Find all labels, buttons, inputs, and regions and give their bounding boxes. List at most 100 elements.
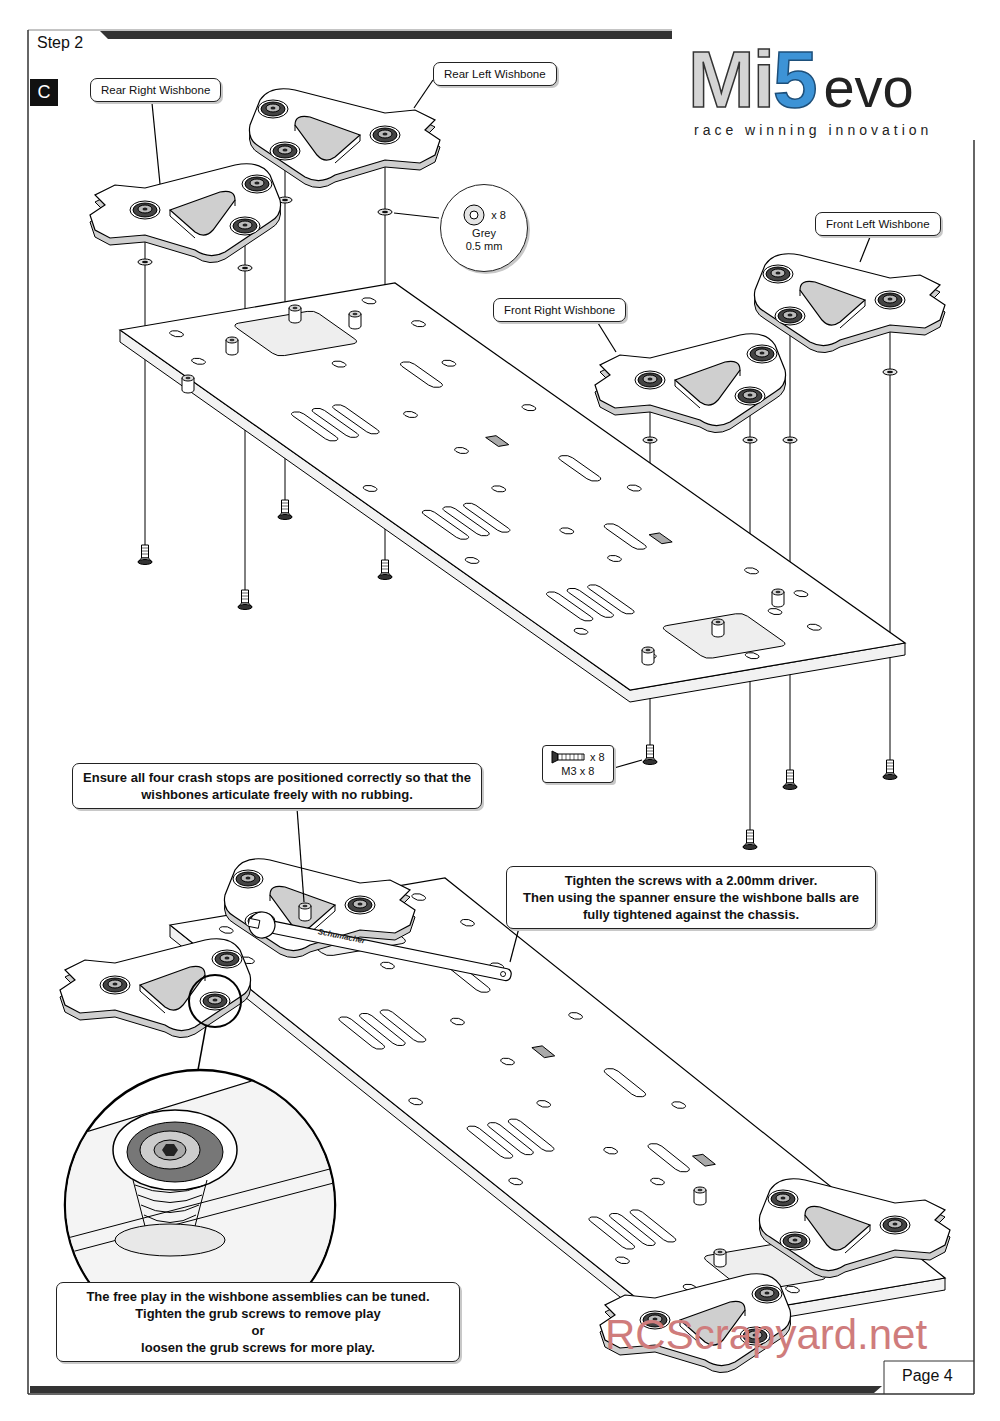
label-text: Front Right Wishbone	[504, 303, 615, 317]
wishbone	[595, 334, 786, 433]
part-label: Front Right Wishbone	[493, 298, 626, 322]
washer	[643, 437, 657, 443]
note-text: Tighten the grub screws to remove play	[65, 1305, 451, 1322]
screw	[238, 590, 252, 610]
washer	[883, 369, 897, 375]
leader-line	[152, 103, 160, 184]
page-frame	[100, 31, 672, 39]
spanner	[500, 971, 506, 977]
washer	[238, 265, 252, 271]
screw	[278, 500, 292, 520]
washer-icon	[464, 205, 484, 225]
note-text: Ensure all four crash stops are position…	[81, 769, 473, 803]
page-frame	[28, 1393, 974, 1395]
crash-stop	[226, 337, 238, 355]
screw-icon	[552, 751, 558, 763]
note-text: The free play in the wishbone assemblies…	[65, 1288, 451, 1305]
note-text: Tighten the screws with a 2.00mm driver.	[515, 872, 867, 889]
wishbone	[759, 1179, 950, 1278]
magnifier	[133, 1180, 207, 1230]
leader-line	[614, 760, 642, 768]
page-frame	[28, 30, 974, 1394]
brand-logo: Mi5evo	[688, 40, 914, 120]
screw	[783, 770, 797, 790]
quantity-text: x 8	[491, 209, 506, 222]
page-frame	[884, 1361, 885, 1394]
screw-axis-line	[890, 308, 891, 760]
page-frame	[27, 30, 29, 1394]
washer-callout: x 8 Grey0.5 mm	[440, 184, 528, 272]
part-label: Rear Right Wishbone	[90, 78, 221, 102]
wishbone	[60, 939, 251, 1038]
page-frame	[30, 1386, 882, 1393]
washer	[783, 437, 797, 443]
wishbone	[754, 254, 945, 353]
note-box: The free play in the wishbone assemblies…	[56, 1282, 460, 1362]
logo-text: Mi	[688, 40, 773, 120]
quantity-text: x 8	[590, 750, 605, 764]
magnifier	[154, 1140, 186, 1160]
magnifier	[135, 1185, 205, 1223]
icon-row: x 8	[551, 750, 605, 764]
logo-tagline: race winning innovation	[694, 122, 932, 138]
washer-icon	[462, 203, 486, 227]
note-box: Tighten the screws with a 2.00mm driver.…	[506, 866, 876, 929]
wishbone	[90, 89, 945, 433]
crash-stop	[714, 1249, 726, 1267]
wishbone	[90, 164, 281, 263]
page-frame	[884, 1361, 974, 1362]
wishbone	[60, 859, 950, 1373]
washer	[378, 209, 392, 215]
washer	[138, 259, 152, 265]
magnifier	[198, 1026, 206, 1070]
chassis-plate	[146, 295, 871, 680]
label-text: Rear Right Wishbone	[101, 83, 210, 97]
spanner	[247, 910, 514, 989]
crash-stop	[299, 903, 311, 921]
magnifier	[140, 1131, 200, 1169]
screw	[883, 760, 897, 780]
spanner	[248, 918, 259, 928]
note-text: or	[65, 1322, 451, 1339]
watermark: RCScrapyard.net	[605, 1312, 927, 1358]
label-text: 0.5 mm	[466, 240, 503, 253]
chassis-plate	[120, 283, 905, 702]
part-label: Front Left Wishbone	[815, 212, 941, 236]
note-box: Ensure all four crash stops are position…	[72, 763, 482, 809]
screw-icon	[558, 754, 584, 760]
magnifier	[189, 975, 241, 1027]
leader-line	[510, 924, 520, 962]
page-frame	[973, 140, 975, 1394]
crash-stop	[712, 619, 724, 637]
leader-line	[860, 237, 870, 262]
leader-line	[598, 323, 616, 352]
part-label: Rear Left Wishbone	[433, 62, 557, 86]
leader-line	[394, 213, 439, 218]
page-frame	[28, 30, 672, 31]
screw	[643, 745, 657, 765]
crash-stop	[349, 311, 361, 329]
screw	[138, 545, 152, 565]
step-heading: Step 2	[34, 33, 86, 53]
magnifier	[113, 1110, 237, 1190]
washer	[743, 437, 757, 443]
washer-icon	[470, 211, 478, 219]
icon-row: x 8	[462, 203, 506, 227]
magnifier	[127, 1122, 223, 1182]
label-text: Grey	[472, 227, 496, 240]
page-number: Page 4	[902, 1366, 953, 1386]
note-text: loosen the grub screws for more play.	[65, 1339, 451, 1356]
magnifier	[115, 1224, 225, 1256]
crash-stop	[772, 589, 784, 607]
screw-callout: x 8M3 x 8	[542, 745, 614, 783]
spanner-brand: Schumacher	[317, 927, 366, 946]
chassis-plate	[120, 283, 905, 690]
spanner	[269, 921, 512, 982]
screw	[743, 830, 757, 850]
leader-line	[297, 808, 304, 902]
label-text: M3 x 8	[551, 764, 605, 778]
spanner	[247, 910, 278, 941]
label-text: Rear Left Wishbone	[444, 67, 546, 81]
screw-icon	[551, 750, 585, 764]
